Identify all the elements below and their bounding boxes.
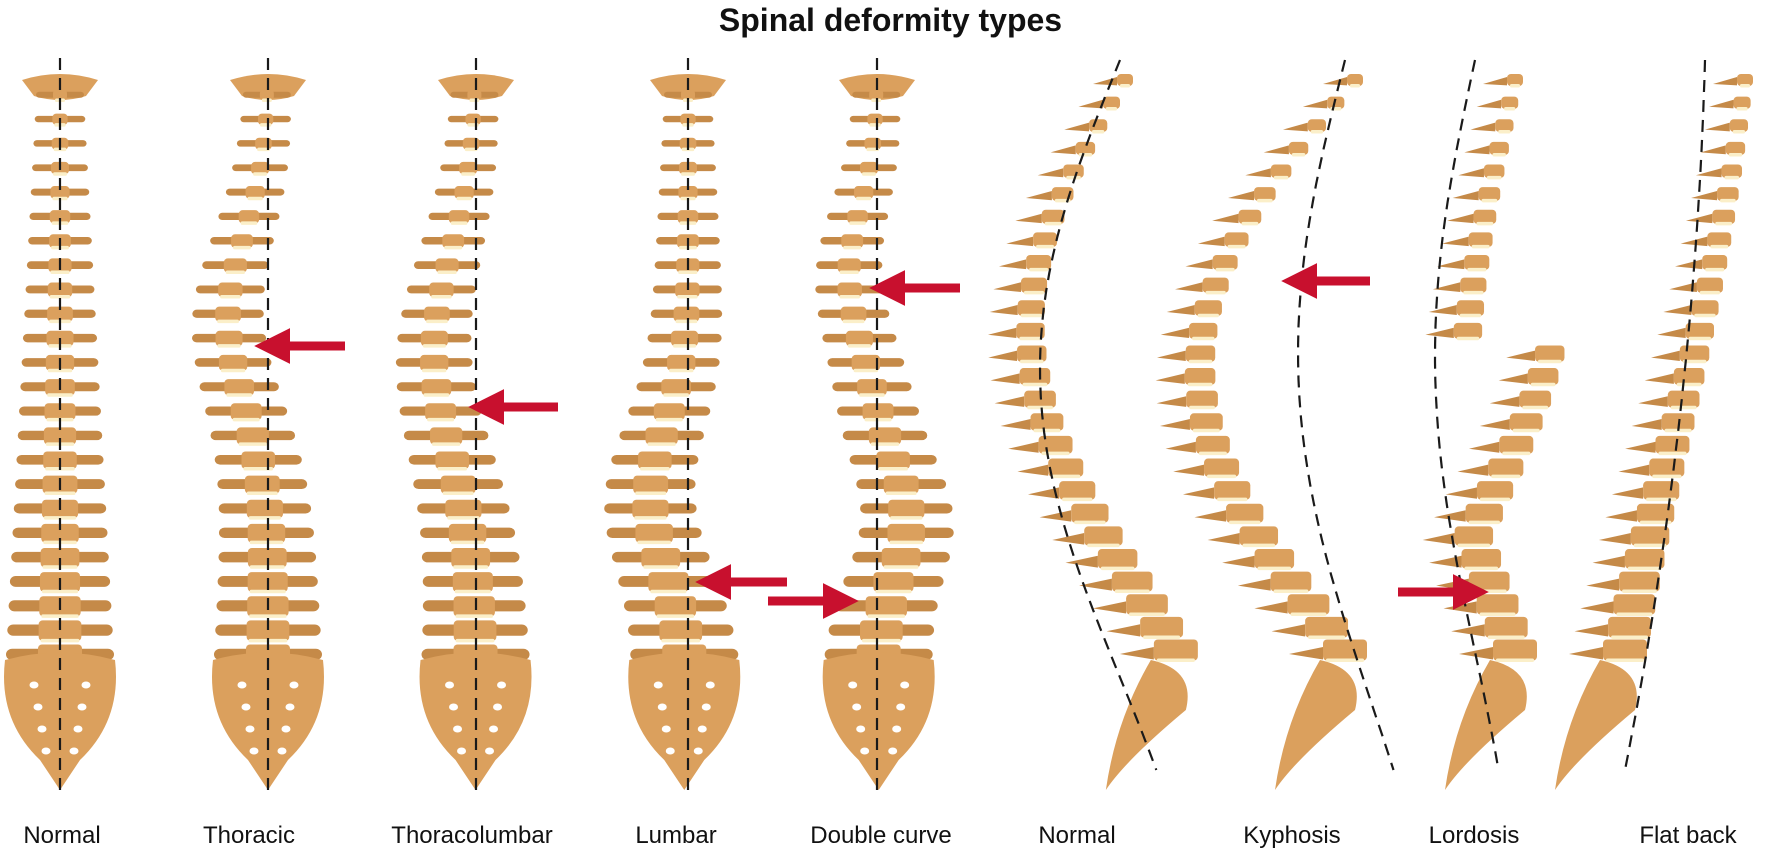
label-kyphosis: Kyphosis — [1243, 822, 1340, 849]
label-thoracolumbar: Thoracolumbar — [391, 822, 552, 849]
label-normal-frontal: Normal — [23, 822, 100, 849]
spine-figure-double-curve — [815, 58, 953, 798]
label-double-curve: Double curve — [810, 822, 951, 849]
label-lumbar: Lumbar — [635, 822, 716, 849]
spine-figure-flat-back — [1555, 60, 1753, 790]
label-lordosis: Lordosis — [1429, 822, 1520, 849]
label-normal-lateral: Normal — [1038, 822, 1115, 849]
spine-figure-normal-frontal — [4, 58, 116, 798]
label-thoracic: Thoracic — [203, 822, 295, 849]
spine-figure-lordosis — [1423, 60, 1565, 790]
spine-figure-lumbar — [604, 58, 740, 798]
spine-figure-thoracic — [192, 58, 324, 798]
spine-figure-thoracolumbar — [396, 58, 532, 798]
spine-figure-kyphosis — [1156, 60, 1394, 790]
label-flat-back: Flat back — [1639, 822, 1737, 849]
